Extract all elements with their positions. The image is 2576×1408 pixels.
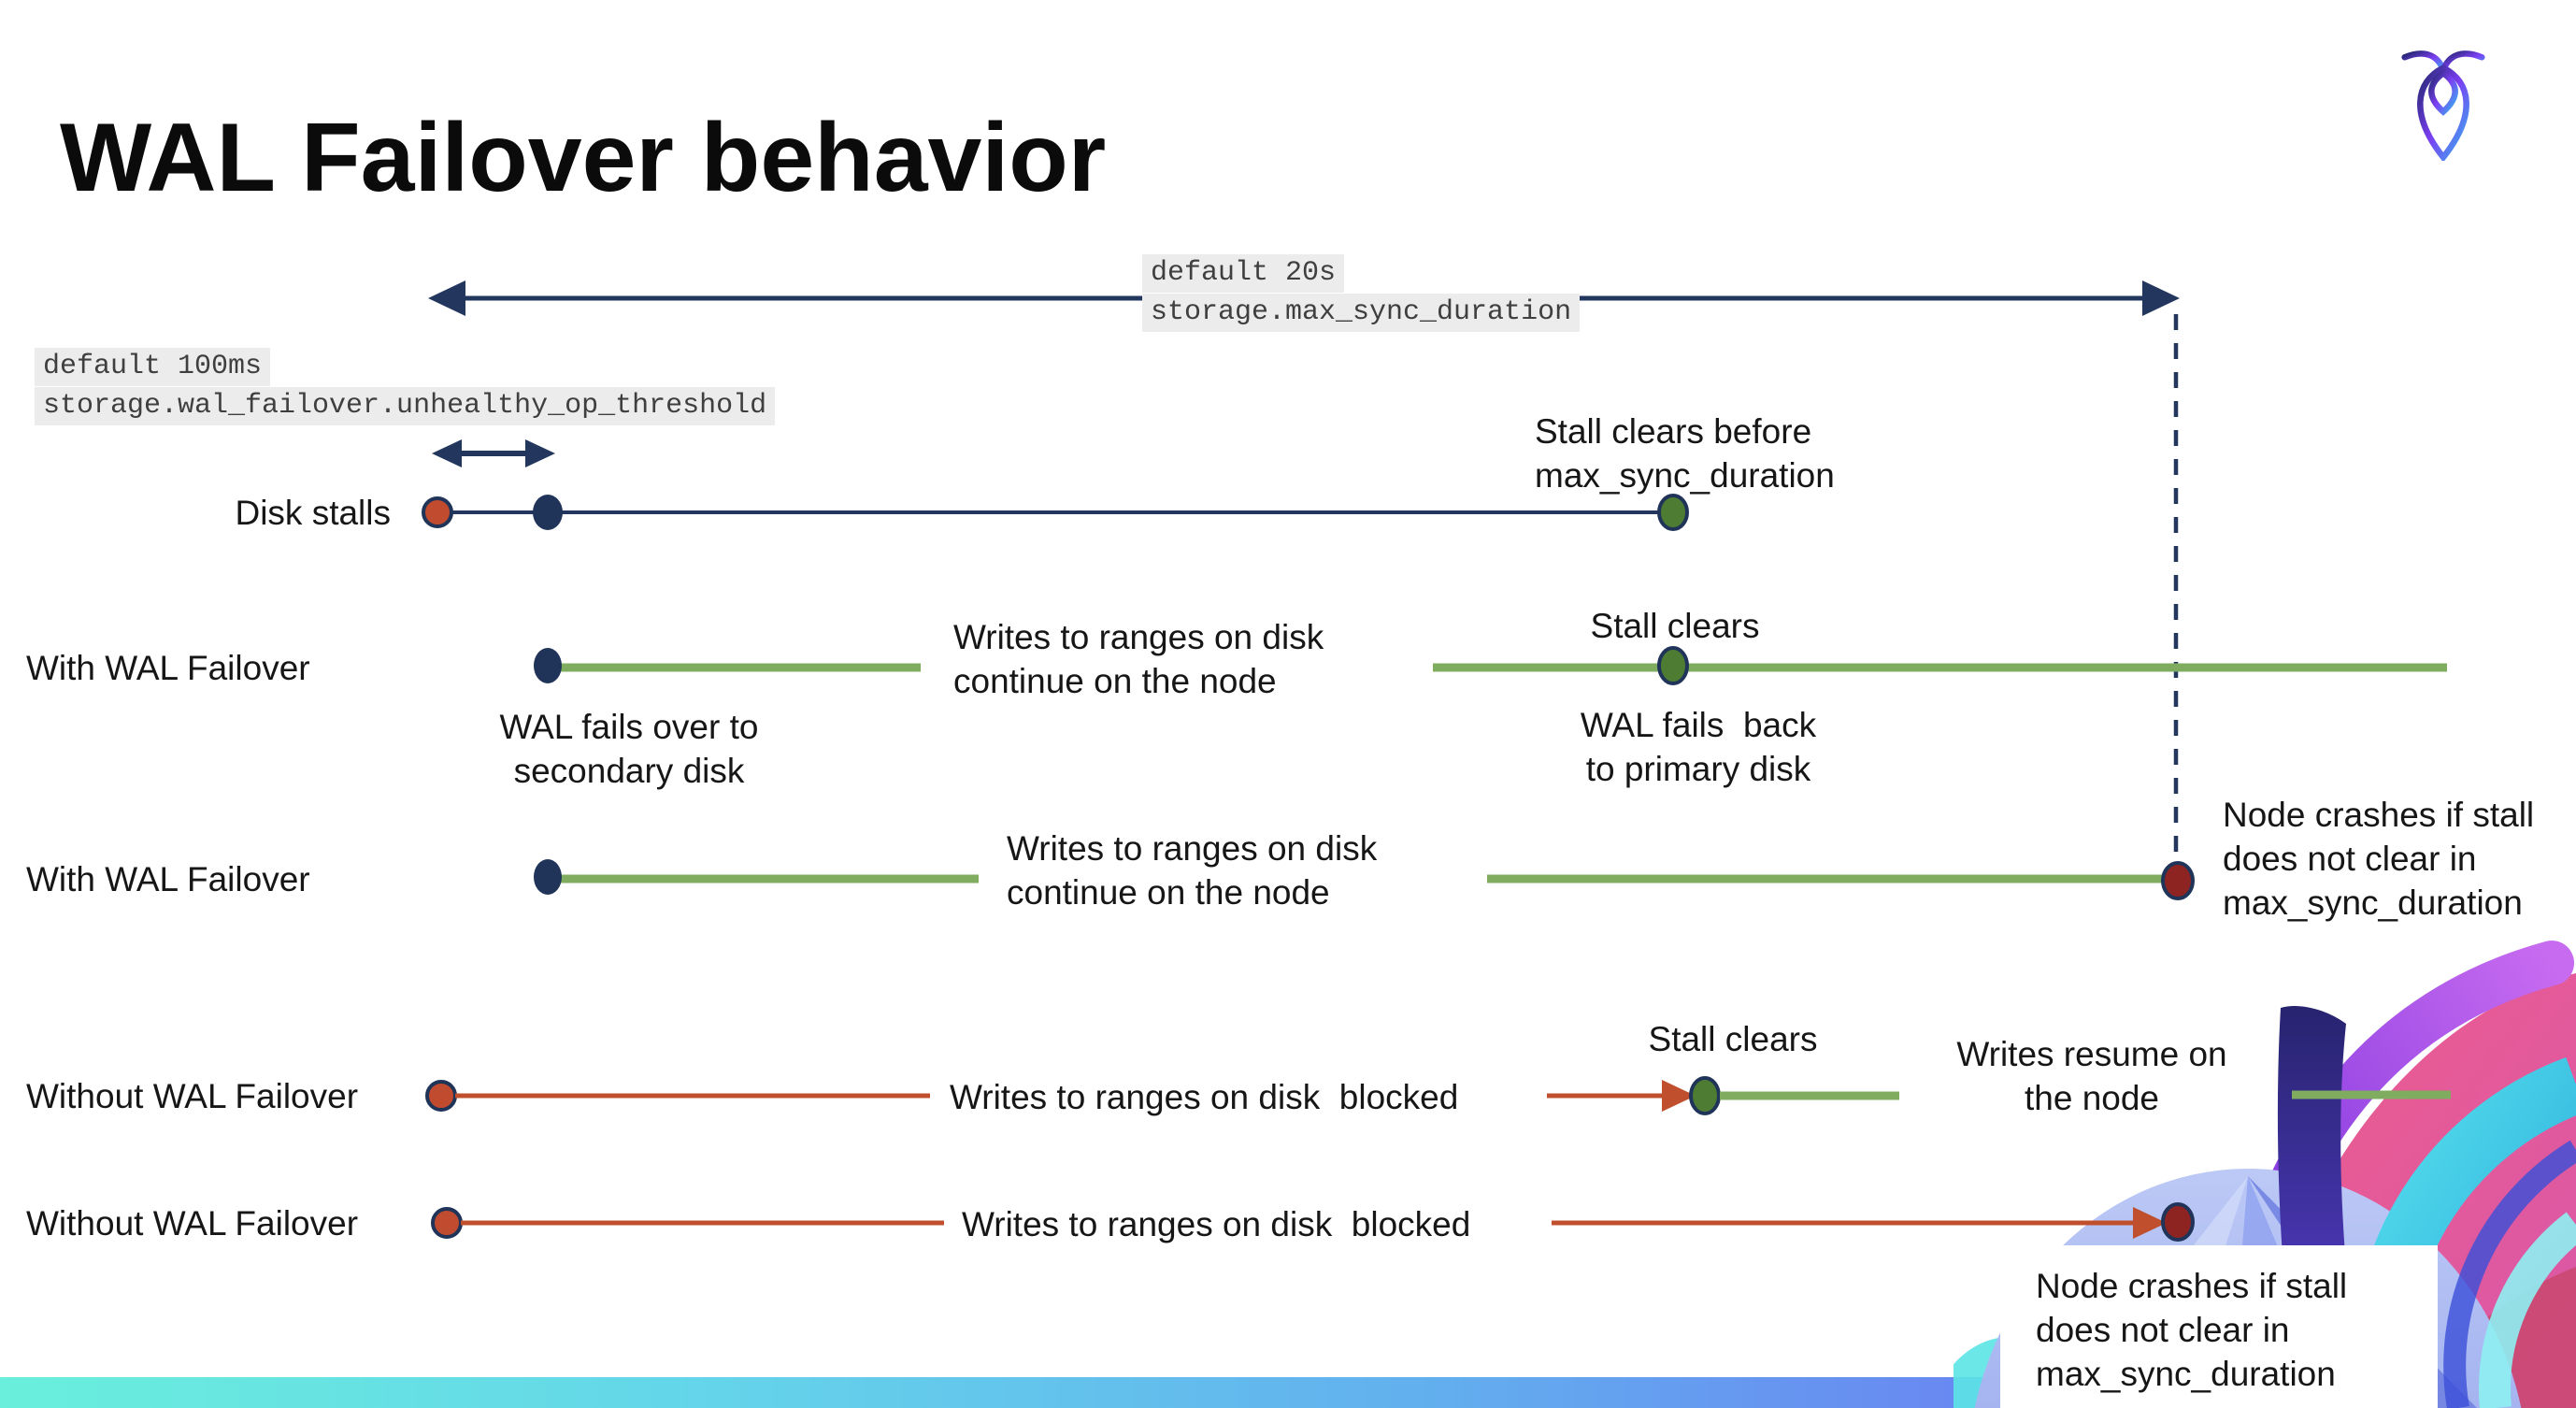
crash-note-box (2000, 1245, 2438, 1408)
config-setting-name: storage.wal_failover.unhealthy_op_thresh… (35, 387, 776, 425)
node-crash-dot (2161, 1202, 2195, 1242)
disk-stall-start-dot (425, 1080, 457, 1112)
stall-clears-before-note: Stall clears before max_sync_duration (1535, 412, 1835, 495)
stall-clear-dot (1689, 1076, 1721, 1115)
writes-continue-note: Writes to ranges on disk continue on the… (1007, 829, 1378, 912)
arrow-left-head (432, 439, 462, 467)
failover-trigger-dot (533, 495, 563, 530)
config-setting-name: storage.max_sync_duration (1142, 294, 1581, 332)
stall-clears-note: Stall clears (1648, 1020, 1818, 1058)
disk-stall-start-dot (422, 496, 453, 528)
logo-inner-leaf (2428, 69, 2458, 116)
node-crash-note: Node crashes if stall does not clear in … (2036, 1267, 2348, 1393)
blocked-arrow-head (1662, 1080, 1696, 1112)
artwork-indigo-arc (2443, 1140, 2576, 1408)
row-label-without-wal-failover: Without WAL Failover (26, 1077, 359, 1115)
node-crash-note: Node crashes if stall does not clear in … (2223, 796, 2535, 922)
arrow-right-head (2142, 280, 2180, 316)
writes-blocked-note: Writes to ranges on disk blocked (962, 1205, 1471, 1243)
node-crash-dot (2161, 861, 2195, 900)
stall-clears-note: Stall clears (1590, 607, 1760, 645)
cockroachdb-logo (2401, 50, 2485, 161)
artwork-light-cyan-arc (2479, 1212, 2576, 1408)
logo-body (2417, 64, 2469, 161)
writes-resume-note: Writes resume on the node (1956, 1035, 2227, 1117)
row-label-with-wal-failover: With WAL Failover (26, 860, 310, 898)
config-default-value: default 20s (1142, 254, 1345, 293)
max-sync-duration-label: default 20s storage.max_sync_duration (1142, 254, 1581, 333)
config-default-value: default 100ms (35, 348, 271, 386)
failback-note: WAL fails back to primary disk (1580, 706, 1817, 788)
failover-note: WAL fails over to secondary disk (499, 708, 759, 790)
row-label-without-wal-failover: Without WAL Failover (26, 1204, 359, 1243)
page-title: WAL Failover behavior (60, 103, 1107, 212)
blocked-arrow-head (2133, 1207, 2167, 1239)
arrow-right-head (525, 439, 555, 467)
failover-dot (534, 859, 562, 895)
row-label-disk-stalls: Disk stalls (235, 494, 391, 532)
failover-dot (534, 648, 562, 683)
arrow-left-head (428, 280, 465, 316)
writes-continue-note: Writes to ranges on disk continue on the… (953, 618, 1324, 700)
row-label-with-wal-failover: With WAL Failover (26, 649, 310, 687)
unhealthy-op-threshold-label: default 100ms storage.wal_failover.unhea… (35, 348, 776, 426)
stall-clear-dot (1657, 646, 1689, 685)
disk-stall-start-dot (431, 1207, 463, 1239)
writes-blocked-note: Writes to ranges on disk blocked (950, 1078, 1459, 1116)
stall-clear-dot (1657, 494, 1689, 531)
